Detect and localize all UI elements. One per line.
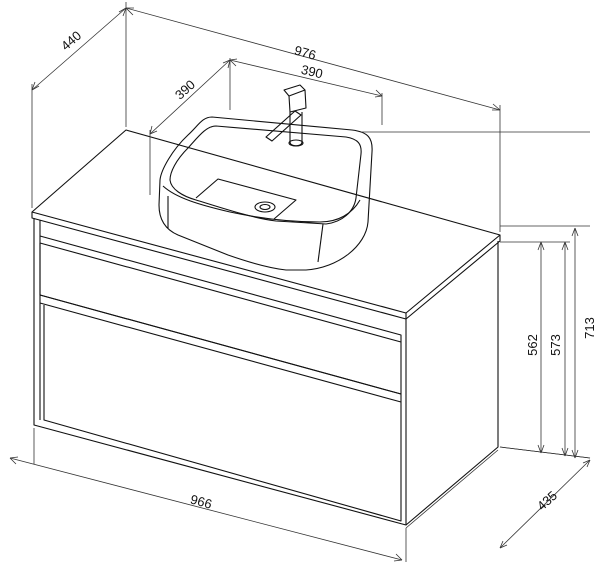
dimension-line-390-width <box>229 58 383 125</box>
top-drawer <box>39 235 402 395</box>
basin <box>158 116 373 271</box>
dim-label-573: 573 <box>548 334 563 356</box>
dim-label-440: 440 <box>58 28 84 54</box>
dim-label-390-width: 390 <box>300 62 325 81</box>
dimension-line-562 <box>537 241 545 454</box>
bottom-drawer <box>39 294 402 522</box>
countertop <box>31 129 501 320</box>
dim-label-713: 713 <box>582 317 597 339</box>
dimension-line-976 <box>125 2 501 232</box>
dimension-line-440 <box>31 7 127 208</box>
cabinet-body <box>33 218 499 526</box>
height-extension-lines <box>499 225 591 459</box>
dimension-line-966 <box>9 428 407 562</box>
dimension-line-713 <box>571 227 579 459</box>
dimension-line-435 <box>405 446 591 549</box>
dim-label-435: 435 <box>534 488 560 514</box>
dim-label-390-depth: 390 <box>172 77 198 103</box>
dim-label-562: 562 <box>525 334 540 356</box>
dim-label-966: 966 <box>189 492 214 512</box>
dimension-line-390-depth <box>149 59 231 195</box>
faucet <box>265 84 307 147</box>
dim-label-976: 976 <box>293 43 318 63</box>
